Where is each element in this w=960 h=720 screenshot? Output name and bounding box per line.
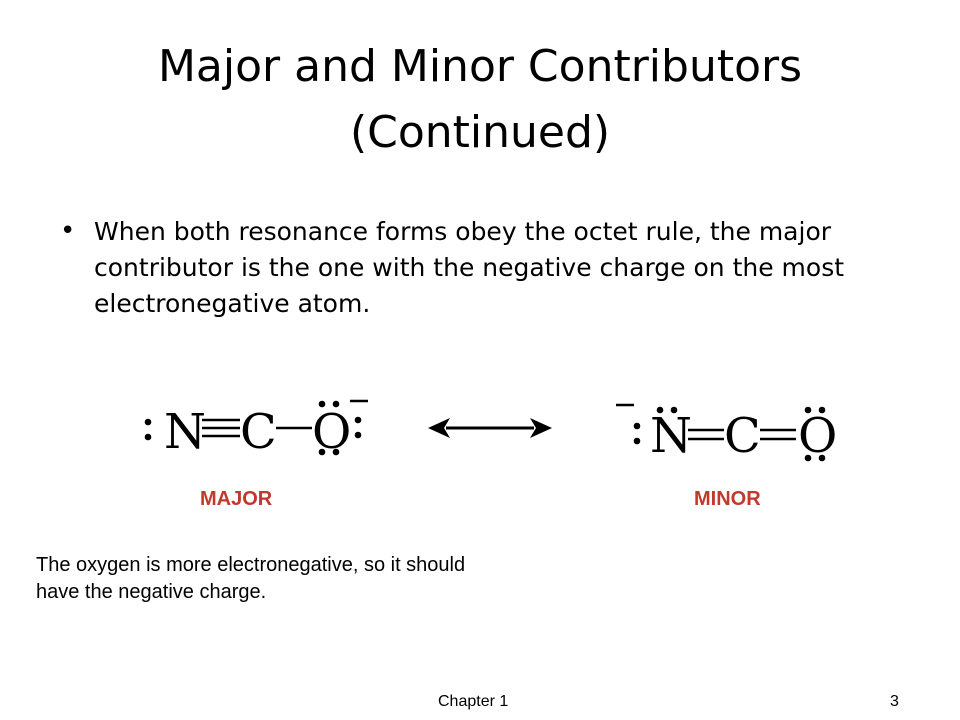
major-structure: N C O [144, 399, 368, 460]
title-line-2: (Continued) [349, 107, 611, 158]
major-label: MAJOR [200, 488, 273, 510]
bullet-dot-icon: • [60, 216, 76, 246]
lone-pair-dot [144, 433, 152, 441]
resonance-scheme: N C O N C O [144, 399, 837, 464]
minor-atom-o: O [798, 408, 837, 464]
footer-chapter: Chapter 1 [438, 693, 509, 710]
page-number: 3 [890, 693, 899, 710]
major-atom-o: O [312, 404, 351, 460]
major-atom-c: C [240, 404, 277, 460]
explanation-note: The oxygen is more electronegative, so i… [36, 554, 466, 603]
minor-label: MINOR [694, 488, 761, 510]
resonance-arrow-icon [428, 418, 552, 438]
major-atom-n: N [164, 404, 206, 460]
bullet-text: When both resonance forms obey the octet… [94, 217, 845, 318]
lone-pair-dot [144, 418, 152, 426]
minor-atom-c: C [724, 408, 761, 464]
minor-atom-n: N [650, 408, 692, 464]
title-line-1: Major and Minor Contributors [157, 41, 803, 92]
minor-structure: N C O [616, 403, 837, 464]
slide-title: Major and Minor Contributors (Continued) [60, 34, 900, 166]
